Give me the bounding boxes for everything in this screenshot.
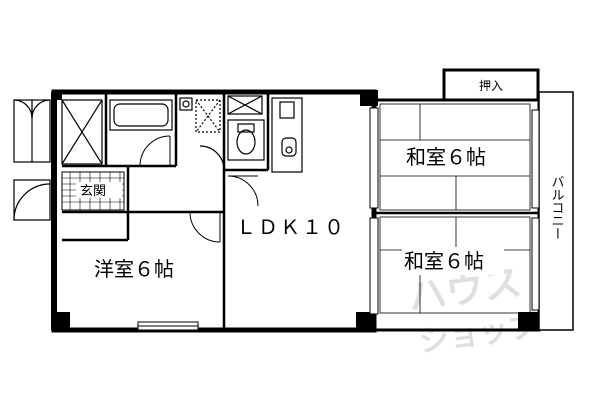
room-label-youshitsu: 洋室６帖 (94, 257, 174, 281)
room-label-ldk: ＬＤＫ１０ (236, 215, 346, 239)
bathroom-door (139, 135, 171, 167)
kitchen-counter (271, 97, 303, 173)
sliding-doors (369, 107, 540, 315)
window (137, 321, 199, 331)
bathtub (109, 99, 173, 131)
oshiire-closet: 押入 (442, 68, 540, 102)
toilet (199, 119, 265, 171)
wall-posts (52, 90, 540, 330)
storage-box (227, 95, 263, 115)
ldk-door (227, 175, 259, 207)
entry-doors (13, 99, 51, 221)
balcony-label: バルコニー (549, 175, 565, 240)
oshiire-label: 押入 (479, 79, 503, 93)
genkan-label: 玄関 (80, 184, 106, 199)
laundry-space (61, 99, 103, 165)
washbasin (179, 97, 221, 133)
room-label-washitsu-bottom: 和室６帖 (404, 249, 484, 273)
youshitsu-door (189, 211, 221, 243)
room-label-washitsu-top: 和室６帖 (406, 145, 486, 169)
balcony: バルコニー (538, 91, 574, 331)
genkan: 玄関 (61, 171, 125, 211)
